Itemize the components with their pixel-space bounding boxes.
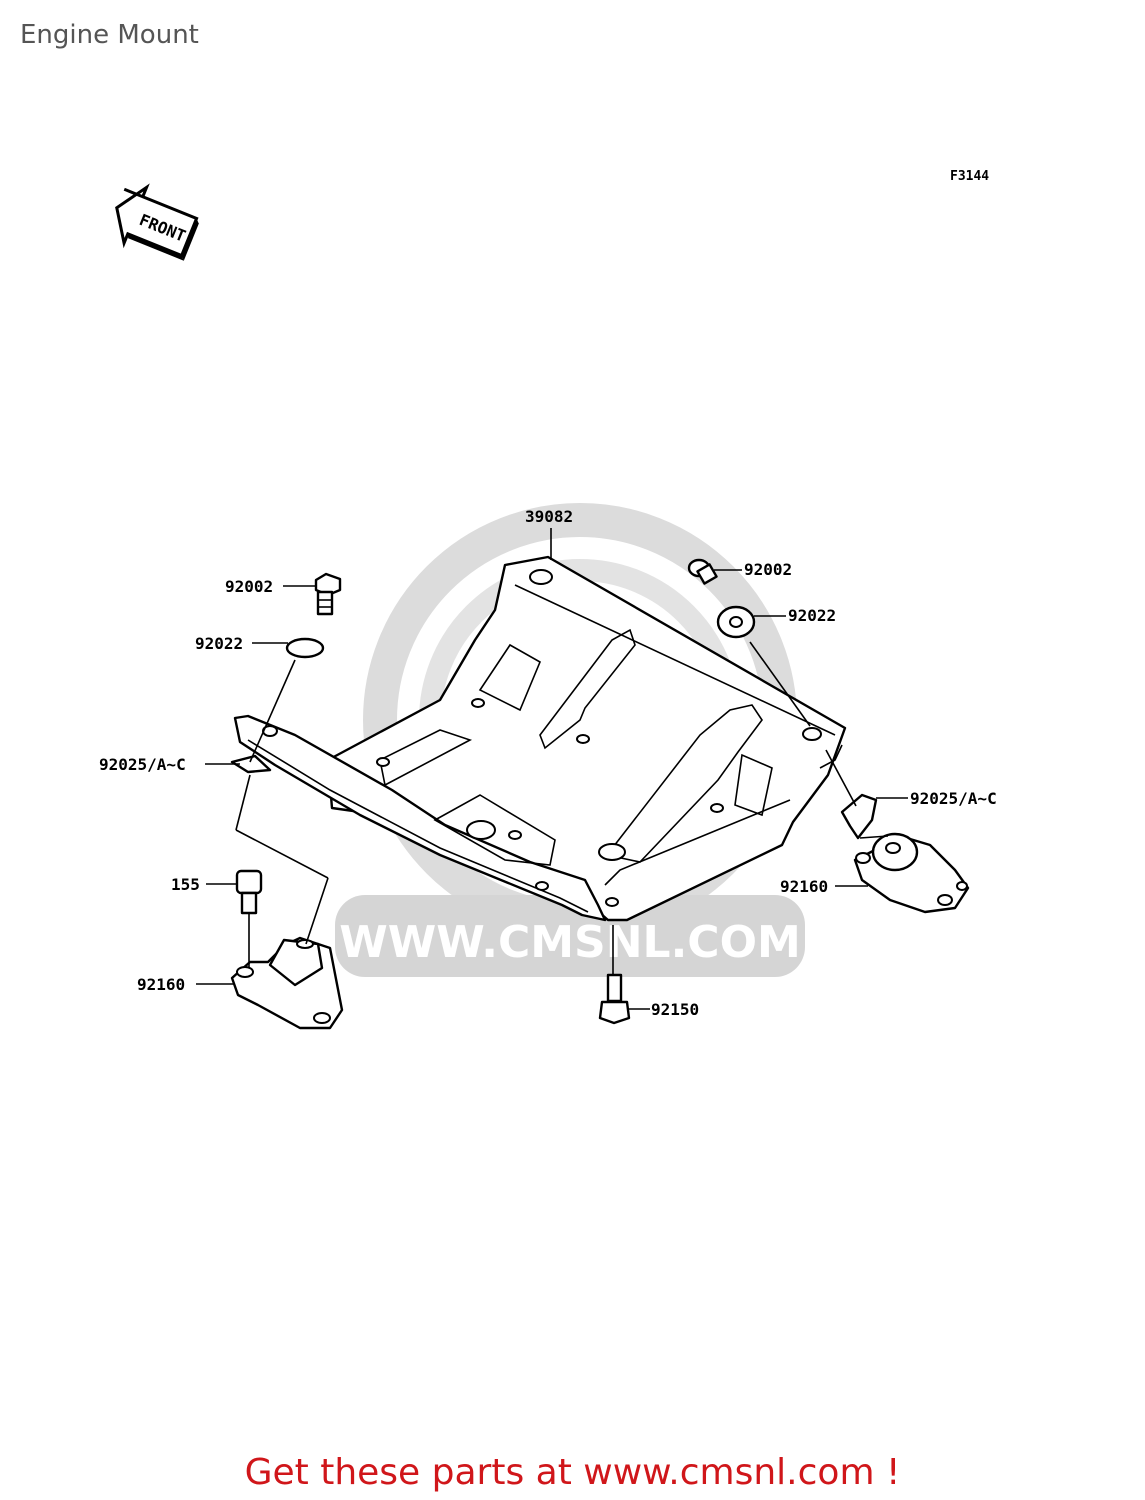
front-arrow-icon: FRONT [115, 183, 199, 261]
label-92025-right: 92025/A~C [910, 789, 997, 808]
label-155: 155 [171, 875, 200, 894]
bolt-155 [235, 869, 263, 915]
label-92025-left: 92025/A~C [99, 755, 186, 774]
parts-diagram: WWW.CMSNL.COM F3144 FRONT [99, 169, 997, 1030]
label-92160-left: 92160 [137, 975, 185, 994]
page-title: Engine Mount [20, 20, 199, 50]
footer-link[interactable]: Get these parts at www.cmsnl.com ! [244, 1452, 901, 1493]
watermark-text: WWW.CMSNL.COM [339, 917, 801, 968]
label-92002-right: 92002 [744, 560, 792, 579]
shim-92025-right [840, 793, 878, 840]
label-39082: 39082 [525, 507, 573, 526]
engine-mount-92160-left [230, 936, 344, 1030]
bolt-92002-right [687, 558, 718, 585]
figure-code: F3144 [950, 169, 989, 184]
label-92022-right: 92022 [788, 606, 836, 625]
shim-92025-left [230, 754, 272, 774]
bolt-92150 [598, 973, 631, 1025]
bolt-92002-left [314, 572, 342, 616]
label-92160-right: 92160 [780, 877, 828, 896]
engine-mount-92160-right [853, 832, 970, 914]
label-92150: 92150 [651, 1000, 699, 1019]
washer-92022-left [285, 637, 325, 659]
label-92002-left: 92002 [225, 577, 273, 596]
label-92022-left: 92022 [195, 634, 243, 653]
leader-lines [196, 528, 908, 1010]
engine-mount-frame [233, 555, 847, 922]
